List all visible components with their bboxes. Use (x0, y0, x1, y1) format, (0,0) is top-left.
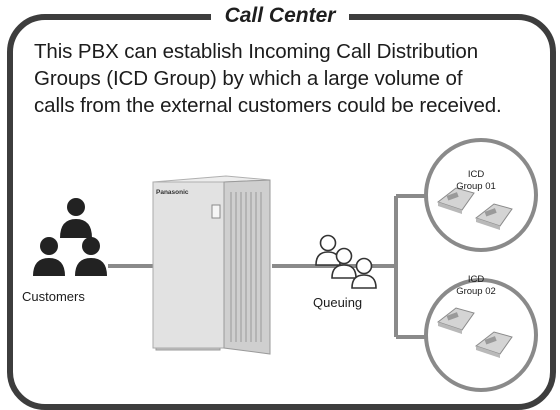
pbx-brand-label: Panasonic (156, 189, 189, 196)
pbx-indicator (211, 204, 221, 219)
description-line-3: calls from the external customers could … (34, 94, 502, 117)
description-line-2: Groups (ICD Group) by which a large volu… (34, 67, 463, 90)
customers-icon (33, 198, 107, 276)
description-line-1: This PBX can establish Incoming Call Dis… (34, 40, 479, 63)
person-icon (33, 237, 65, 276)
phone-icon (474, 203, 513, 230)
icd-group-01-circle (424, 138, 538, 252)
queuing-label: Queuing (313, 295, 363, 310)
queuing-icon (315, 234, 377, 289)
phone-icon (436, 307, 475, 334)
queue-person-icon (331, 247, 357, 279)
queue-person-icon (315, 234, 341, 266)
queue-person-icon (351, 257, 377, 289)
icd-group-02-label-line-1: ICD (467, 274, 485, 285)
icd-group-01-label-line-1: ICD (467, 169, 485, 180)
icd-group-01-label-line-2: Group 01 (456, 181, 496, 192)
icd-group-02-label: ICD Group 02 (450, 274, 502, 298)
pbx-unit: Panasonic (152, 175, 271, 355)
person-icon (75, 237, 107, 276)
description: This PBX can establish Incoming Call Dis… (34, 38, 554, 119)
person-icon (60, 198, 92, 238)
icd-group-02-circle (424, 278, 538, 392)
connector-lines (108, 194, 428, 339)
customers-label: Customers (22, 289, 85, 304)
icd-group-02-label-line-2: Group 02 (456, 286, 496, 297)
phone-icon (436, 187, 475, 214)
icd-group-01-label: ICD Group 01 (450, 169, 502, 193)
phone-icon (474, 331, 513, 358)
